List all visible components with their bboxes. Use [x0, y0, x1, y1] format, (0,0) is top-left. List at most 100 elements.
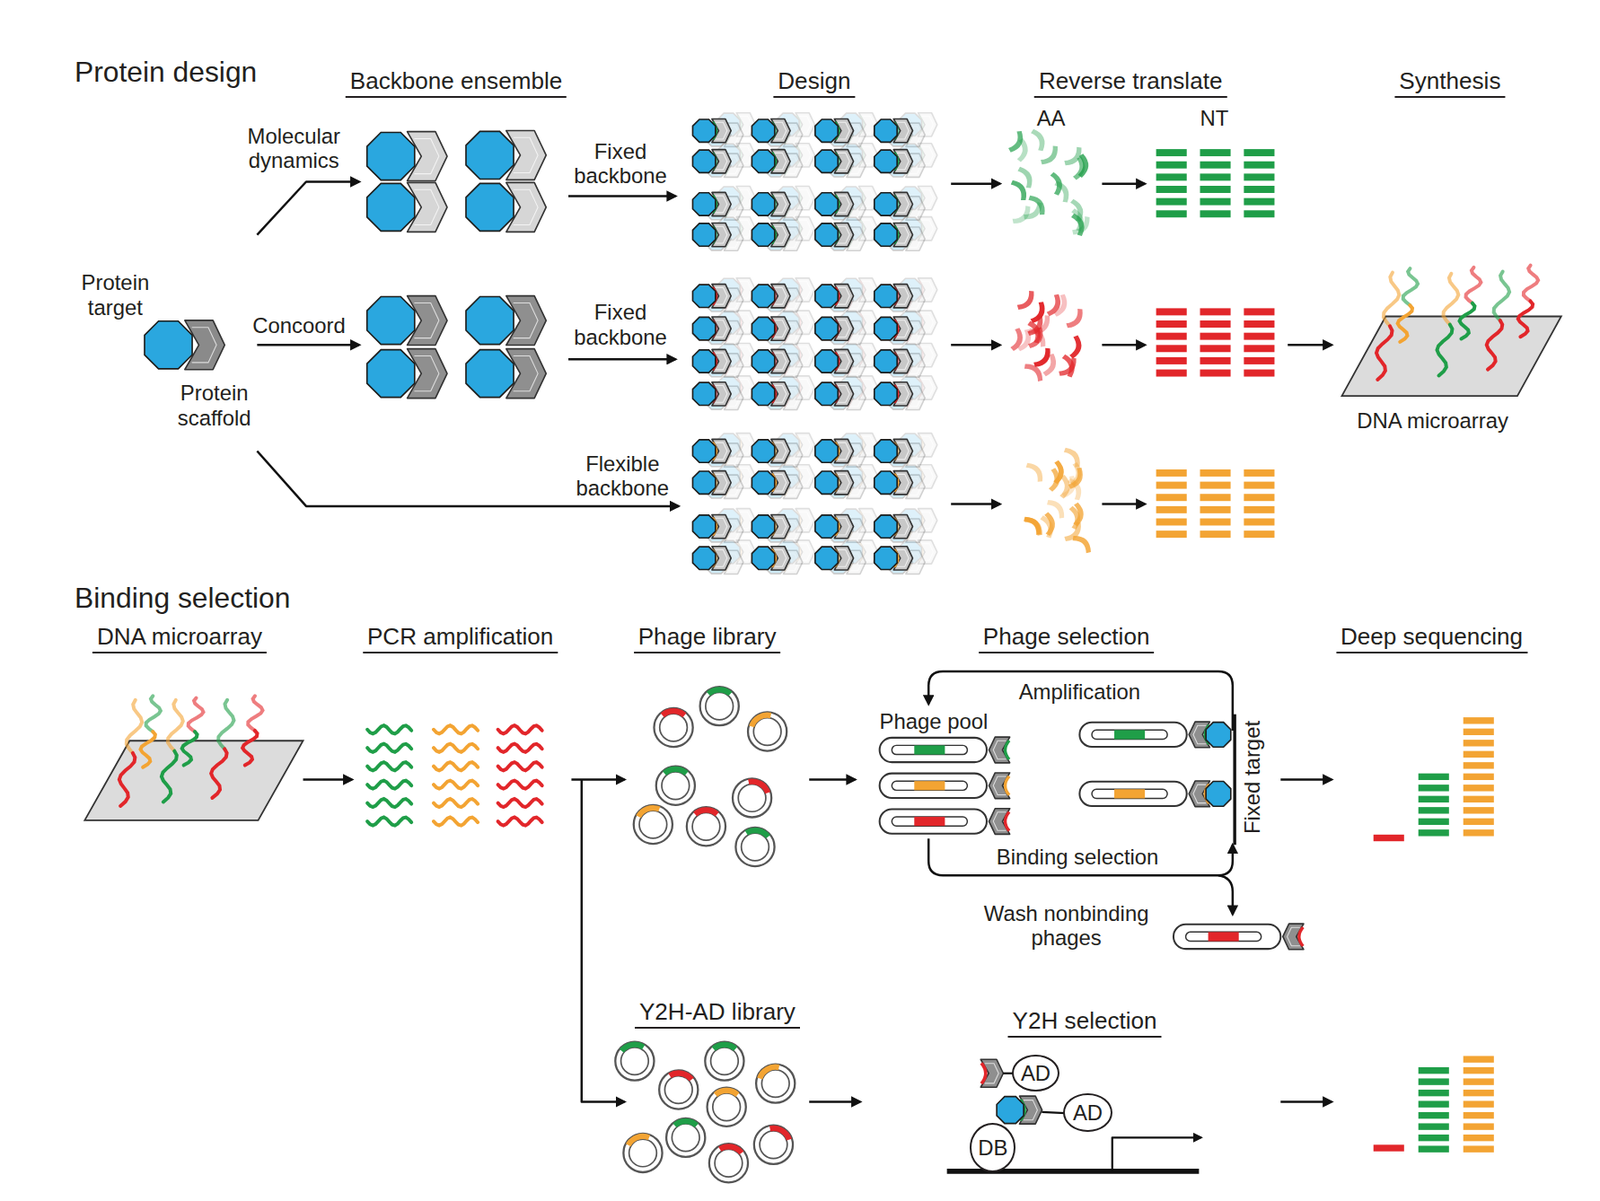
- pcr-product: [433, 781, 478, 790]
- phage-insert: [914, 745, 945, 755]
- nucleotide-bar: [1156, 469, 1187, 477]
- protein-complex: [751, 349, 791, 373]
- sequencing-bar: [1418, 1134, 1450, 1142]
- phage-insert: [914, 817, 945, 827]
- protein-target: [815, 223, 838, 247]
- amino-acid-fragment: [1016, 164, 1037, 191]
- protein-target: [874, 350, 897, 373]
- plasmid: [686, 807, 726, 846]
- sequencing-bar: [1463, 1123, 1495, 1130]
- nucleotide-bar: [1243, 530, 1275, 538]
- protein-target: [751, 223, 774, 247]
- nucleotide-bar: [1156, 333, 1187, 341]
- sequencing-bar: [1463, 1067, 1495, 1074]
- phage-particle: [1173, 924, 1281, 950]
- protein-complex: [874, 546, 914, 571]
- protein-complex: [996, 1096, 1042, 1125]
- amino-acid-fragment: [1072, 156, 1087, 182]
- protein-complex: [815, 119, 854, 143]
- protein-complex: [751, 119, 791, 143]
- amino-acid-fragment: [1053, 292, 1072, 319]
- plasmid-insert: [746, 830, 768, 837]
- protein-complex: [751, 439, 791, 463]
- protein-target: [874, 316, 897, 340]
- arrow: [950, 182, 1001, 185]
- sequencing-bar: [1418, 796, 1450, 803]
- protein-complex: [692, 222, 731, 247]
- protein-complex: [465, 296, 546, 346]
- column-header: DNA microarray: [92, 623, 267, 654]
- pcr-product: [367, 799, 412, 808]
- section-title: Protein design: [74, 54, 257, 88]
- protein-complex: [751, 222, 791, 247]
- phage-particle: [879, 738, 987, 763]
- amino-acid-fragment: [1038, 143, 1063, 168]
- column-header: Y2H-AD library: [634, 998, 800, 1029]
- plasmid-insert: [751, 715, 771, 728]
- pcr-product: [498, 762, 543, 771]
- protein-target: [692, 193, 715, 216]
- protein-target: [367, 132, 415, 181]
- protein-target: [874, 515, 897, 538]
- nucleotide-bar: [1200, 344, 1231, 352]
- protein-target: [815, 350, 838, 373]
- amino-acid-fragment: [1029, 126, 1049, 153]
- plasmid-inner: [738, 784, 766, 813]
- protein-complex: [692, 349, 731, 373]
- protein-complex: [815, 471, 854, 495]
- arrow: [568, 358, 676, 361]
- scaffold-highlight: [413, 189, 439, 225]
- pcr-product: [367, 781, 412, 790]
- activation-domain: AD: [1063, 1093, 1113, 1133]
- plasmid: [700, 686, 739, 726]
- sequencing-bar: [1373, 835, 1405, 842]
- amino-acid-fragment: [1053, 460, 1064, 485]
- plasmid-insert: [715, 1090, 739, 1096]
- protein-target: [751, 119, 774, 142]
- amino-acid-fragment: [1027, 192, 1050, 218]
- section-title: Binding selection: [74, 581, 291, 616]
- dna-strand: [1437, 325, 1453, 377]
- plasmid-insert: [770, 1128, 790, 1141]
- protein-complex: [815, 546, 854, 571]
- protein-complex: [692, 514, 731, 538]
- protein-complex: [1188, 781, 1231, 808]
- nucleotide-bar: [1243, 506, 1275, 514]
- nucleotide-bar: [1200, 482, 1231, 490]
- protein-target: [815, 439, 838, 463]
- protein-complex: [874, 222, 914, 247]
- plasmid: [656, 766, 695, 806]
- protein-target: [465, 183, 514, 231]
- protein-complex: [367, 182, 448, 232]
- plasmid-inner: [741, 833, 770, 862]
- plasmid: [754, 1125, 793, 1165]
- nucleotide-bar: [1243, 518, 1275, 527]
- plasmid: [659, 1070, 698, 1109]
- protein-complex: [815, 316, 854, 341]
- protein-target: [815, 149, 838, 173]
- protein-complex: [988, 737, 1011, 764]
- plasmid-inner: [621, 1047, 650, 1076]
- phage-genome: [1091, 789, 1168, 799]
- scaffold-highlight: [513, 302, 538, 338]
- dna-strand: [218, 700, 234, 750]
- step-label: Amplification: [1019, 679, 1141, 704]
- dna-strand: [188, 698, 204, 733]
- phage-particle: [1079, 782, 1187, 807]
- dna-strand: [1403, 268, 1418, 306]
- protein-complex: [815, 284, 854, 308]
- protein-complex: [692, 471, 731, 495]
- pcr-product: [367, 817, 412, 827]
- sequencing-bar: [1418, 1112, 1450, 1119]
- plasmid-insert: [662, 711, 686, 716]
- protein-target: [874, 284, 897, 308]
- amino-acid-fragment: [1010, 326, 1026, 352]
- protein-complex: [751, 471, 791, 495]
- sequencing-bar: [1463, 739, 1495, 747]
- amino-acid-fragment: [1045, 496, 1069, 521]
- sub-header: NT: [1199, 105, 1229, 131]
- protein-complex: [751, 546, 791, 571]
- protein-target: [144, 321, 193, 370]
- pcr-product: [498, 725, 543, 734]
- protein-complex: [1188, 721, 1231, 748]
